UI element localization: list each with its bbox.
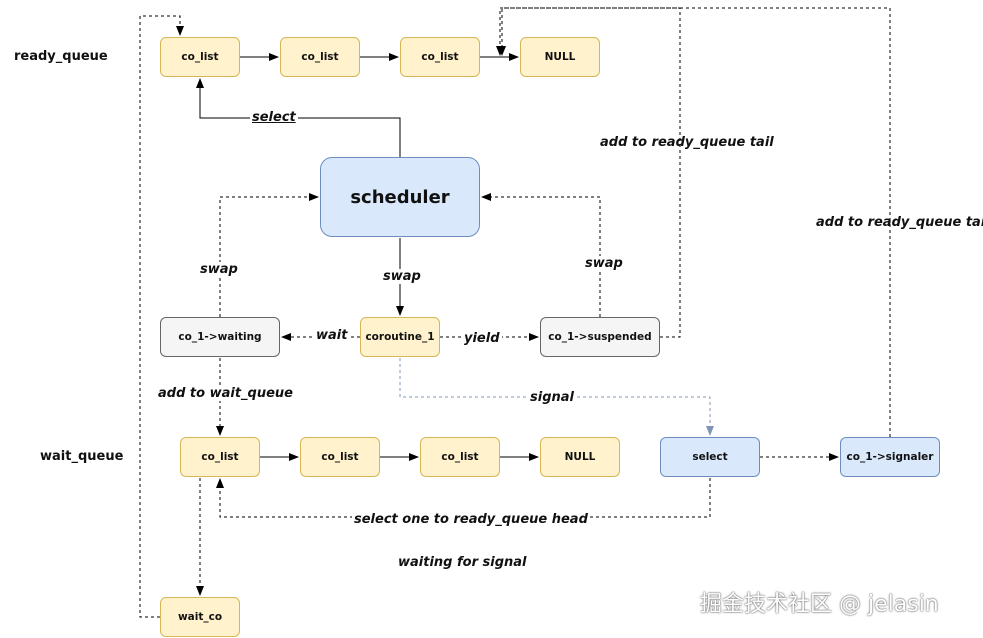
signaler-node[interactable]: co_1->signaler — [840, 437, 940, 477]
edge-label-wait: wait — [314, 328, 350, 343]
edge-label-waiting-for-signal: waiting for signal — [398, 555, 527, 570]
edge-label-add-ready-tail-1: add to ready_queue tail — [600, 135, 774, 150]
wait-queue-node-2[interactable]: co_list — [300, 437, 380, 477]
scheduler-node[interactable]: scheduler — [320, 157, 480, 237]
watermark: 掘金技术社区 @ jelasin — [700, 592, 939, 617]
ready-queue-node-3[interactable]: co_list — [400, 37, 480, 77]
edge-scheduler-select-ready — [196, 78, 401, 157]
wait-co-node[interactable]: wait_co — [160, 597, 240, 637]
ready-queue-node-2[interactable]: co_list — [280, 37, 360, 77]
edge-wait-co-ready-head — [139, 15, 184, 618]
wait-queue-label: wait_queue — [40, 449, 124, 464]
select-node[interactable]: select — [660, 437, 760, 477]
wait-queue-null-node[interactable]: NULL — [540, 437, 620, 477]
wait-queue-node-1[interactable]: co_list — [180, 437, 260, 477]
edge-label-select-one: select one to ready_queue head — [352, 512, 590, 527]
ready-queue-label: ready_queue — [14, 49, 108, 64]
wait-queue-node-3[interactable]: co_list — [420, 437, 500, 477]
waiting-state-node[interactable]: co_1->waiting — [160, 317, 280, 357]
suspended-state-node[interactable]: co_1->suspended — [540, 317, 660, 357]
edge-waiting-swap-scheduler — [219, 193, 319, 317]
edge-label-add-wait-queue: add to wait_queue — [156, 386, 295, 401]
edge-label-add-ready-tail-2: add to ready_queue tail — [816, 215, 983, 230]
edge-label-swap-left: swap — [198, 262, 240, 277]
edge-label-select: select — [250, 110, 298, 125]
edge-label-swap-center: swap — [381, 269, 423, 284]
ready-queue-node-1[interactable]: co_list — [160, 37, 240, 77]
ready-queue-null-node[interactable]: NULL — [520, 37, 600, 77]
edge-signaler-add-ready-tail — [496, 7, 891, 437]
edge-label-yield: yield — [462, 331, 502, 346]
edge-label-signal: signal — [528, 390, 576, 405]
edge-suspended-swap-scheduler — [481, 193, 601, 317]
coroutine-node[interactable]: coroutine_1 — [360, 317, 440, 357]
edge-label-swap-right: swap — [583, 256, 625, 271]
